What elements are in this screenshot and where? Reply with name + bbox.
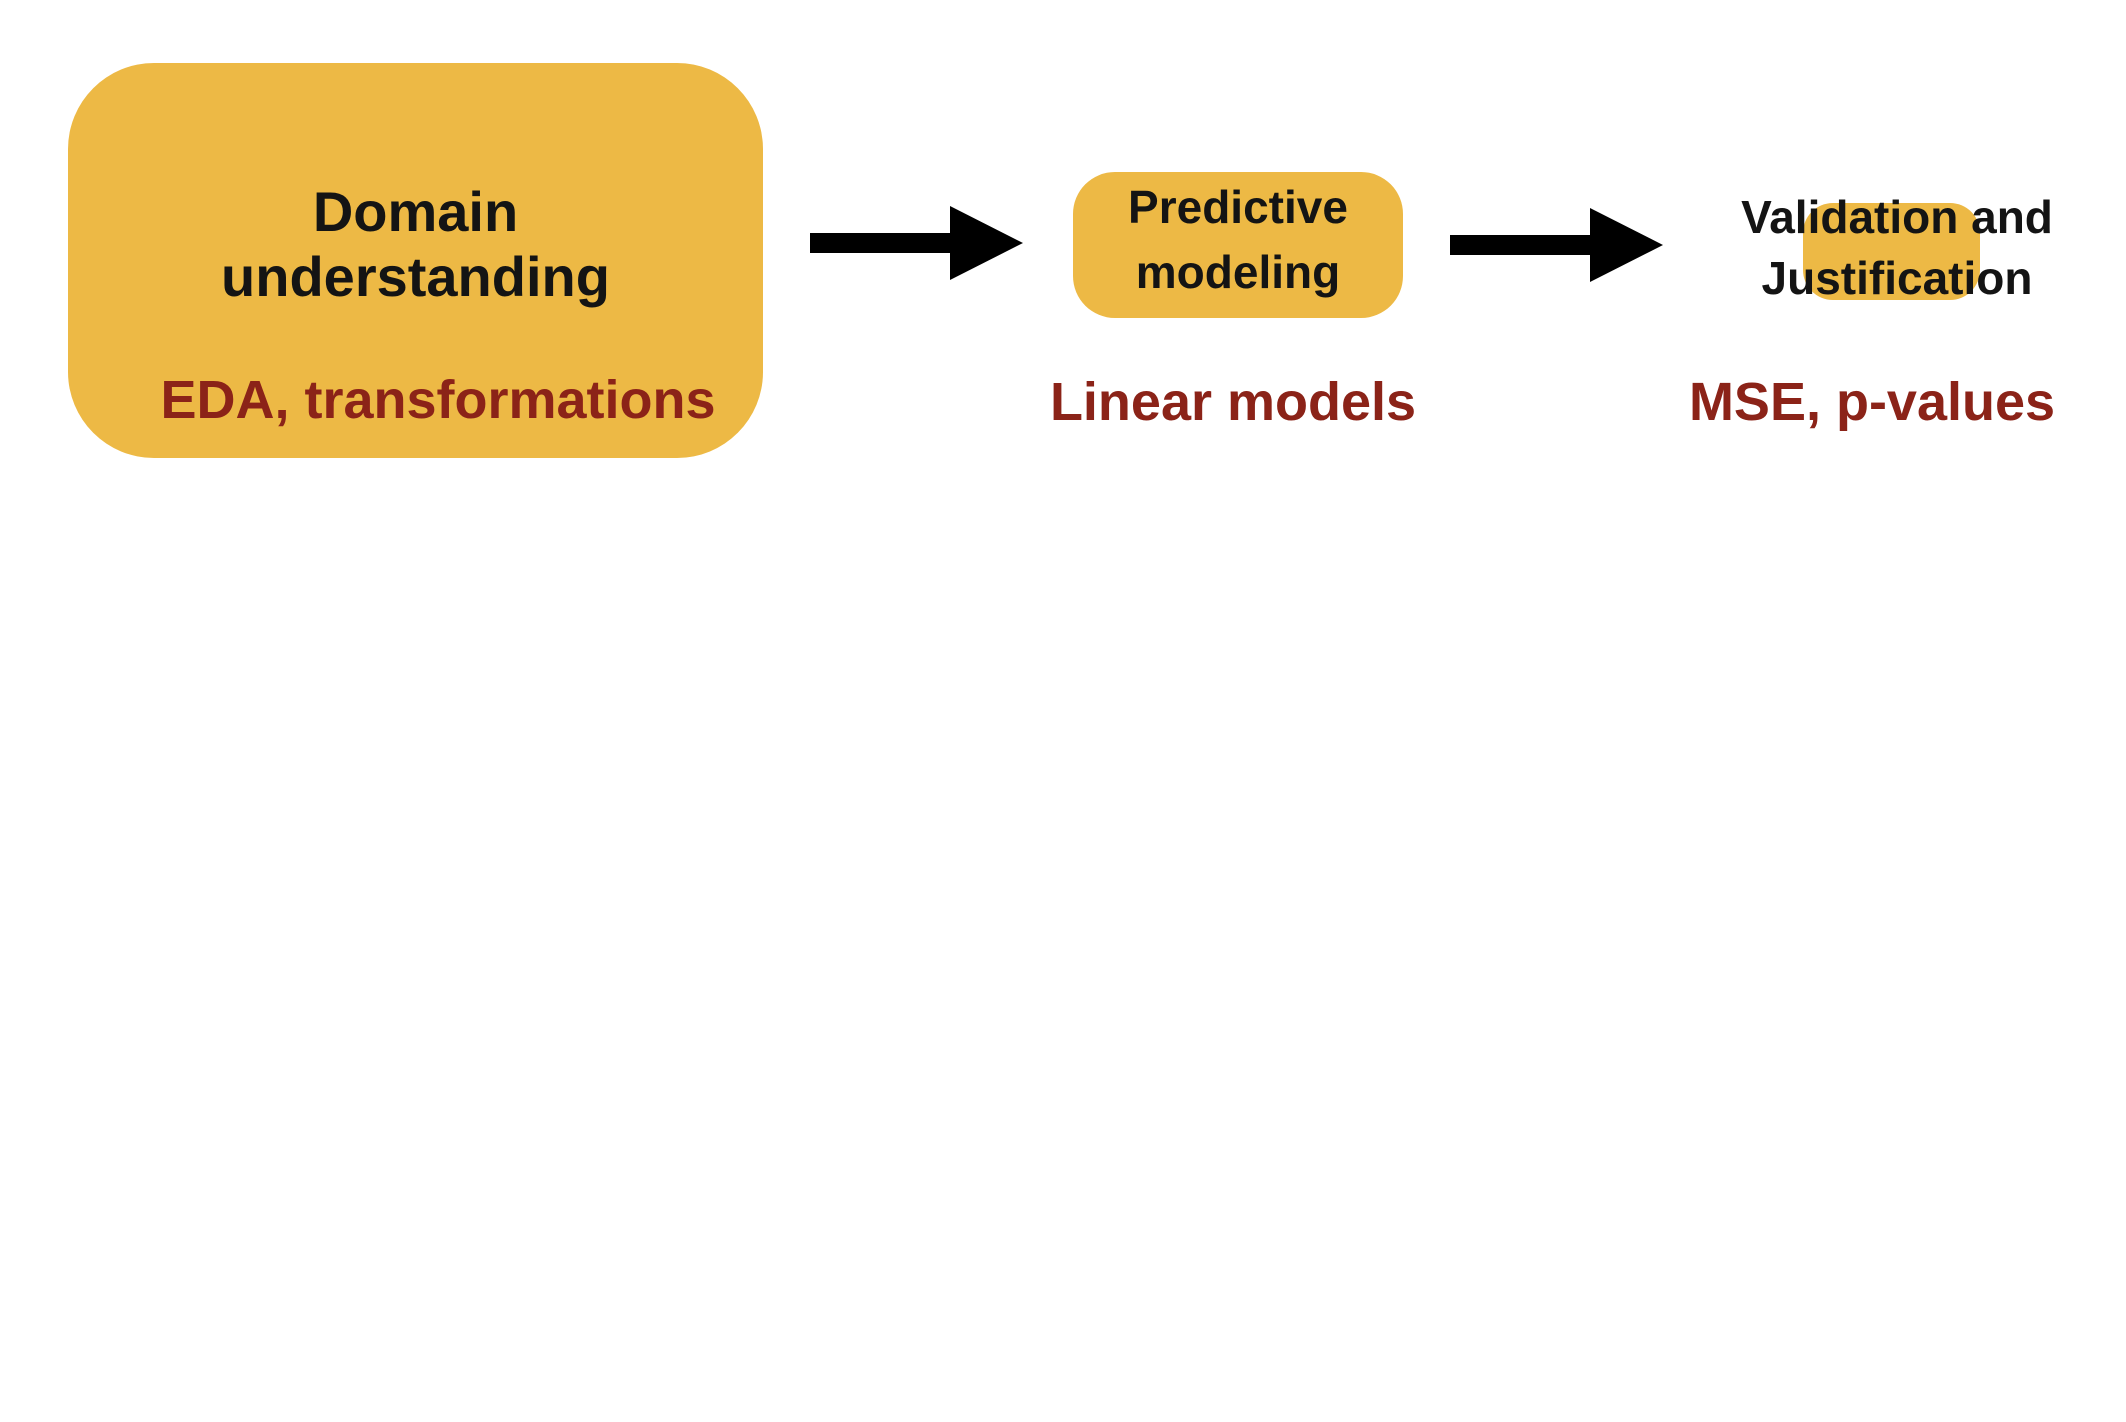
arrow-right-icon — [1590, 208, 1663, 282]
stage-title-validation-justification: Validation and Justification — [1741, 191, 2053, 304]
arrow-shaft — [810, 233, 950, 253]
arrow-right-icon — [950, 206, 1023, 280]
stage-box-predictive-modeling — [1073, 172, 1403, 318]
stage-label-linear-models: Linear models — [1049, 372, 1417, 432]
stage-label-eda-transformations: EDA, transformations — [160, 370, 716, 430]
arrow-shaft — [1450, 235, 1590, 255]
stage-box-domain-understanding — [68, 63, 763, 458]
stage-box-validation-justification — [1803, 203, 1980, 300]
stage-title-predictive-modeling: Predictive modeling — [1128, 181, 1348, 298]
stage-title-domain-understanding: Domain understanding — [221, 180, 610, 308]
stage-label-mse-p-values: MSE, p-values — [1688, 372, 2056, 432]
